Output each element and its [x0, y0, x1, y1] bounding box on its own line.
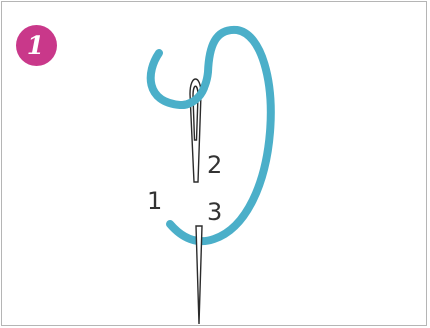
- label-point-2: 2: [207, 153, 222, 177]
- step-number-badge: 1: [16, 25, 57, 66]
- needle-icon: [190, 79, 202, 324]
- label-point-1: 1: [147, 189, 162, 213]
- step-number: 1: [27, 33, 44, 58]
- label-point-3: 3: [207, 200, 222, 224]
